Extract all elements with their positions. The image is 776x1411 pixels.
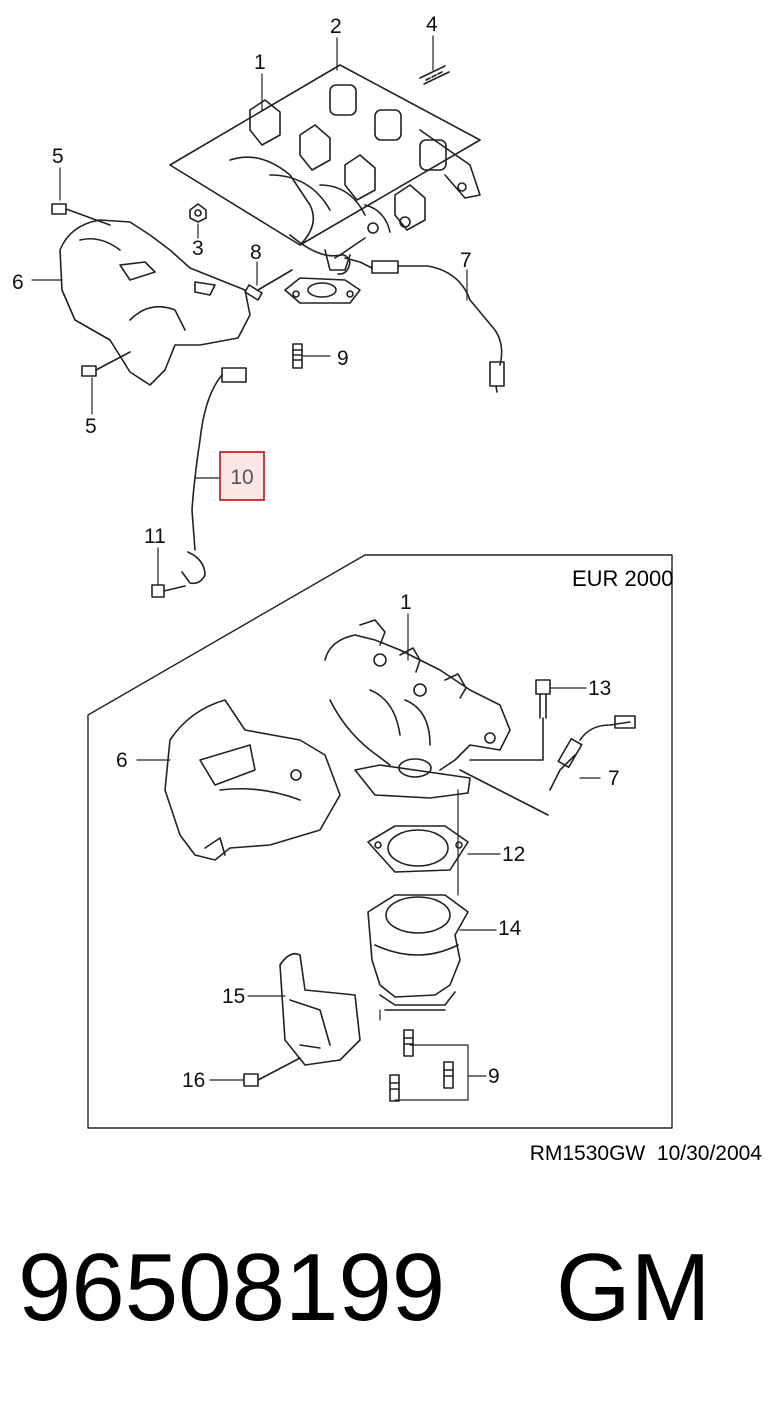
callout-16: 16 bbox=[182, 1069, 206, 1092]
inset-bolt-13 bbox=[469, 679, 551, 761]
inset-gasket-12 bbox=[367, 825, 469, 873]
manifold-gasket bbox=[169, 64, 481, 246]
callout-14: 14 bbox=[498, 917, 522, 940]
outlet-flange bbox=[284, 254, 361, 304]
exhaust-manifold-diagram bbox=[31, 35, 673, 1129]
stud-9-top bbox=[292, 343, 303, 369]
callout-15: 15 bbox=[222, 985, 246, 1008]
leader-lines-inset bbox=[136, 613, 601, 1101]
stud-4 bbox=[419, 65, 450, 85]
callout-12: 12 bbox=[502, 843, 526, 866]
inset-exhaust-manifold bbox=[324, 619, 511, 799]
oxygen-sensor-upstream bbox=[344, 257, 505, 393]
leader-lines-top bbox=[31, 35, 468, 586]
callout-3: 3 bbox=[192, 237, 204, 260]
inset-heat-shield bbox=[164, 699, 341, 861]
oxygen-sensor-downstream bbox=[181, 367, 247, 585]
callout-9-inset: 9 bbox=[488, 1065, 500, 1088]
callout-8: 8 bbox=[250, 241, 262, 264]
callout-9-top: 9 bbox=[337, 347, 349, 370]
inset-bolt-16 bbox=[243, 1057, 301, 1087]
part-number: 96508199 bbox=[18, 1234, 446, 1341]
inset-studs-9 bbox=[389, 1029, 454, 1102]
callout-10: 10 bbox=[230, 466, 254, 489]
eur2000-inset-frame bbox=[87, 554, 673, 1129]
callout-6-inset: 6 bbox=[116, 749, 128, 772]
callout-7-top: 7 bbox=[460, 249, 472, 272]
nut-3 bbox=[189, 203, 207, 223]
bolt-5-bottom bbox=[81, 351, 131, 377]
highlighted-callout-10[interactable]: 10 bbox=[219, 451, 265, 501]
inset-oxygen-sensor bbox=[459, 715, 636, 816]
callout-5-top: 5 bbox=[52, 145, 64, 168]
bolt-5-top bbox=[51, 203, 111, 226]
callout-6-top: 6 bbox=[12, 271, 24, 294]
callout-13: 13 bbox=[588, 677, 612, 700]
brand-name: GM bbox=[556, 1234, 711, 1341]
callout-2: 2 bbox=[330, 15, 342, 38]
drawing-reference: RM1530GW 10/30/2004 bbox=[529, 1142, 762, 1165]
bolt-11 bbox=[151, 584, 186, 598]
callout-5-bottom: 5 bbox=[85, 415, 97, 438]
callout-1-inset: 1 bbox=[400, 591, 412, 614]
callout-7-inset: 7 bbox=[608, 767, 620, 790]
callout-1: 1 bbox=[254, 51, 266, 74]
heat-shield bbox=[59, 219, 251, 386]
inset-title: EUR 2000 bbox=[572, 566, 674, 591]
callout-4: 4 bbox=[426, 13, 438, 36]
bolt-8 bbox=[244, 269, 293, 301]
inset-lower-shield bbox=[279, 952, 361, 1066]
callout-11: 11 bbox=[144, 525, 166, 548]
exhaust-manifold bbox=[229, 99, 481, 271]
inset-catalytic-converter bbox=[367, 894, 469, 1011]
